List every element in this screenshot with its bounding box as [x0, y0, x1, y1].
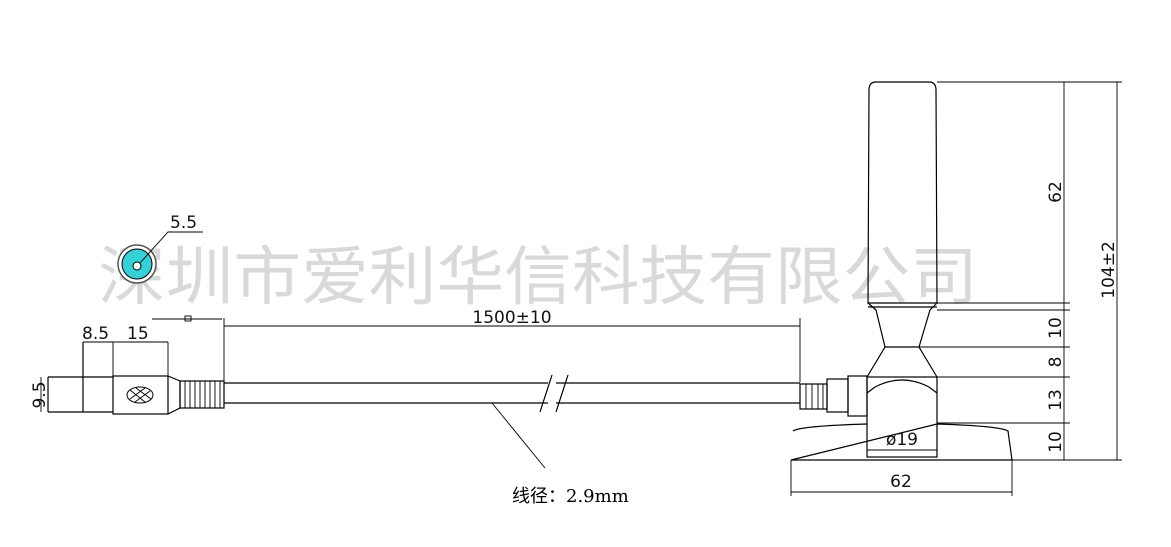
cable-connector [799, 375, 868, 417]
dim-connector-height: 9.5 [30, 381, 50, 408]
dim-connector-seg2: 15 [127, 324, 149, 344]
connector-face-icon [117, 231, 203, 284]
dim-body-diameter: ø19 [886, 430, 918, 450]
dim-whip-height: 62 [1046, 181, 1066, 203]
dim-cable-length: 1500±10 [472, 308, 551, 328]
dim-neck-height: 10 [1046, 317, 1066, 339]
dim-body-height: 13 [1046, 389, 1066, 411]
cable [224, 374, 800, 469]
dim-total-height: 104±2 [1099, 241, 1119, 299]
dim-connector-seg1: 8.5 [82, 324, 109, 344]
dim-base-width: 62 [890, 472, 912, 492]
cable-diameter-note: 线径：2.9mm [512, 486, 629, 507]
dim-base-height: 10 [1046, 431, 1066, 453]
dim-joint-height: 8 [1046, 357, 1066, 368]
dim-connector-diameter: 5.5 [170, 213, 197, 233]
watermark-text: 深圳市爱利华信科技有限公司 [98, 241, 978, 315]
sma-connector [47, 342, 225, 415]
